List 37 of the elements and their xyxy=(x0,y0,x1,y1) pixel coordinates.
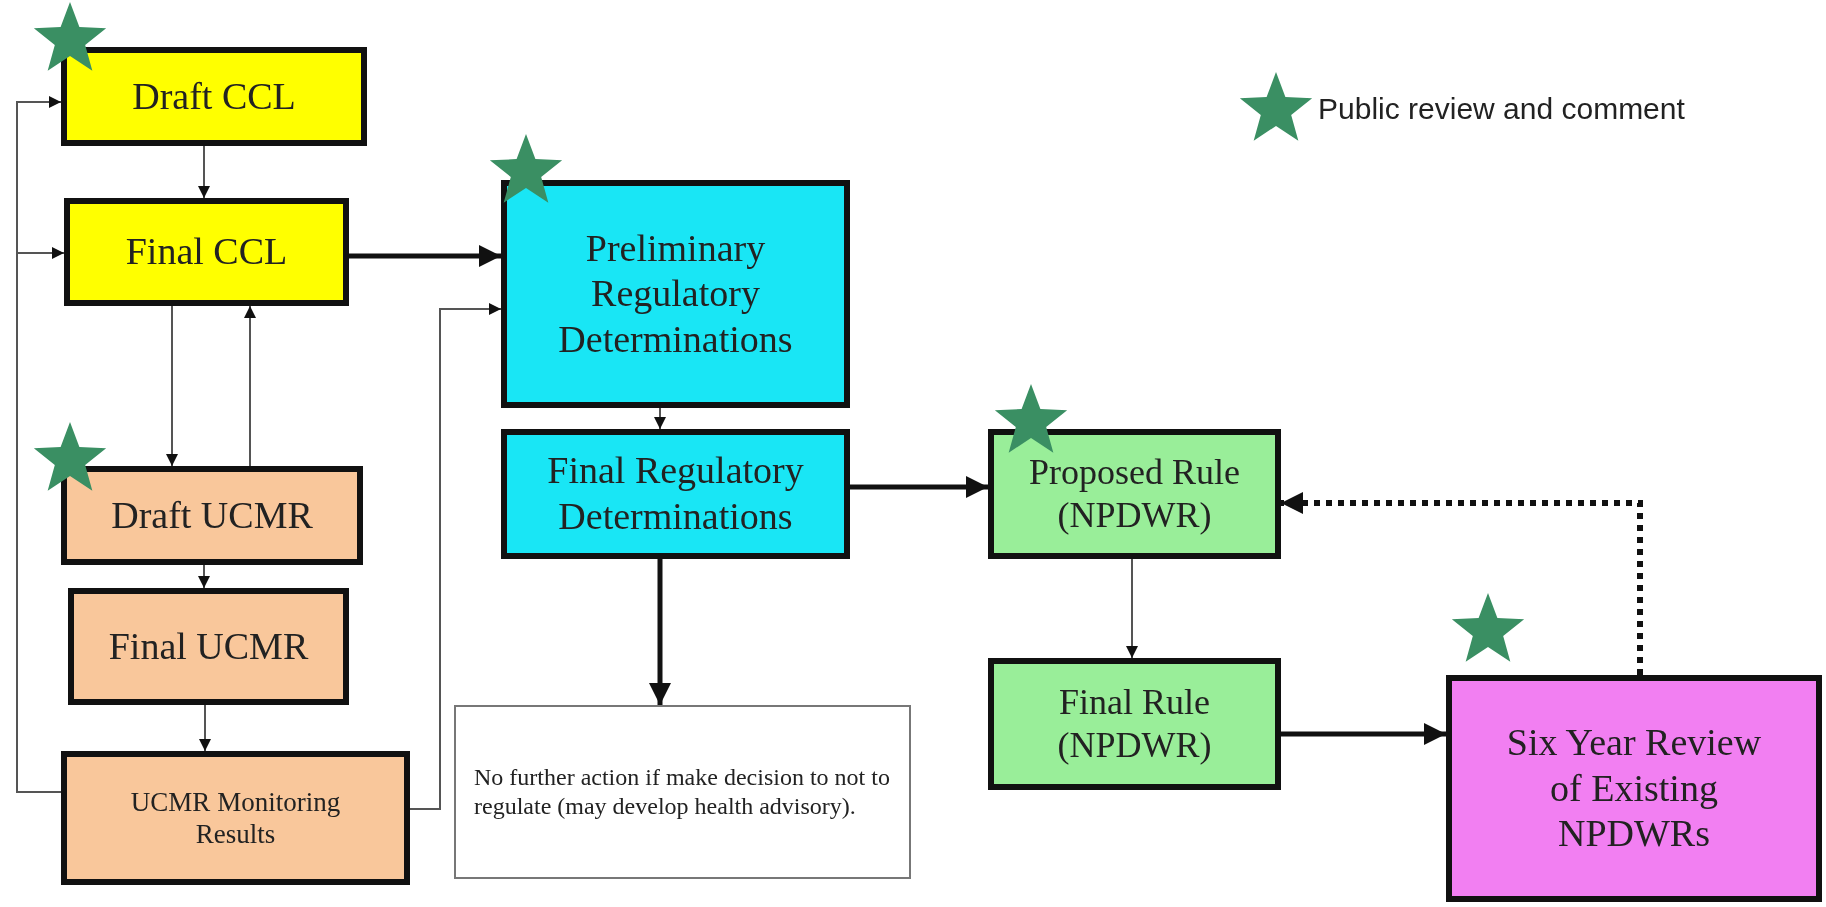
process-box xyxy=(61,751,410,885)
arrow xyxy=(198,564,210,589)
arrow xyxy=(166,305,178,467)
process-box xyxy=(68,588,349,705)
legend-label: Public review and comment xyxy=(1318,92,1685,126)
node-label: Draft CCL xyxy=(132,73,296,119)
node-label: Final Rule (NPDWR) xyxy=(1056,680,1213,767)
note-box xyxy=(454,705,911,879)
node-label: Final CCL xyxy=(125,229,288,275)
node-label: Proposed Rule (NPDWR) xyxy=(1028,450,1241,537)
arrow xyxy=(649,559,671,705)
process-box xyxy=(1446,675,1822,902)
process-box xyxy=(501,180,850,408)
arrow xyxy=(1126,558,1138,659)
process-box xyxy=(61,466,363,565)
node-label: Final UCMR xyxy=(108,623,309,669)
process-box xyxy=(501,429,850,559)
dotted-arrow xyxy=(1281,492,1643,675)
process-box xyxy=(61,47,367,146)
arrow xyxy=(409,303,502,810)
node-label: Final Regulatory Determinations xyxy=(546,448,805,539)
node-label: UCMR Monitoring Results xyxy=(129,785,342,851)
process-box xyxy=(988,429,1281,559)
arrow xyxy=(244,305,256,467)
arrow xyxy=(349,245,501,267)
node-label: Preliminary Regulatory Determinations xyxy=(557,225,794,362)
node-label: Draft UCMR xyxy=(111,492,313,538)
arrow xyxy=(850,476,988,498)
node-label: Six Year Review of Existing NPDWRs xyxy=(1505,720,1763,857)
process-box xyxy=(64,198,349,306)
arrow xyxy=(16,247,65,793)
node-label: No further action if make decision to not to regulate (may develop health advisory). xyxy=(474,763,891,821)
arrow xyxy=(199,704,211,752)
arrow xyxy=(654,407,666,430)
process-box xyxy=(988,658,1281,790)
arrow xyxy=(198,145,210,199)
arrow xyxy=(1281,723,1446,745)
